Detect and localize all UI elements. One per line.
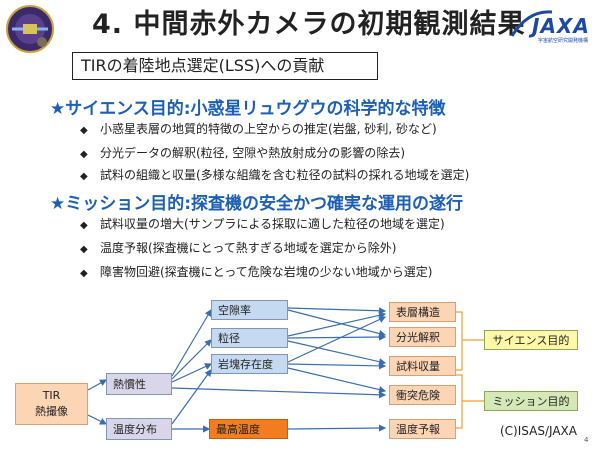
diagram-connectors: [87, 307, 484, 433]
bullet-text: 障害物回避(探査機にとって危険な岩塊の少ない地域から選定): [100, 265, 433, 279]
sample-yield-box: 試料収量: [389, 356, 456, 376]
temperature-distribution-box: 温度分布: [106, 418, 172, 440]
subtitle: TIRの着陸地点選定(LSS)への貢献: [72, 52, 378, 80]
bullet-marker: ◆: [80, 149, 88, 160]
bullet-text: 試料収量の増大(サンプラによる採取に適した粒径の地域を選定): [100, 217, 445, 231]
thermal-imaging-label: 熱撮像: [35, 405, 68, 418]
bullet-marker: ◆: [80, 171, 88, 182]
science-goal-heading: ★サイエンス目的:小惑星リュウグウの科学的な特徴: [50, 99, 446, 119]
bullet-marker: ◆: [80, 220, 88, 231]
tir-label: TIR: [42, 389, 61, 402]
science-goal-box: サイエンス目的: [484, 330, 578, 350]
bullet-marker: ◆: [80, 125, 88, 136]
hayabusa2-logo: [6, 5, 54, 53]
bullet-marker: ◆: [80, 268, 88, 279]
collision-risk-box: 衝突危険: [389, 385, 456, 405]
jaxa-logo-text: JAXA: [532, 14, 590, 38]
list-item: ◆ 試料の組織と収量(多様な組織を含む粒径の試料の採れる地域を選定): [80, 166, 469, 183]
bullet-text: 温度予報(探査機にとって熱すぎる地域を選定から除外): [100, 241, 397, 255]
bullet-text: 小惑星表層の地質的特徴の上空からの推定(岩盤, 砂利, 砂など): [100, 122, 437, 136]
porosity-box: 空隙率: [211, 300, 288, 320]
mission-goal-heading: ★ミッション目的:探査機の安全かつ確実な運用の遂行: [50, 194, 464, 214]
list-item: ◆ 温度予報(探査機にとって熱すぎる地域を選定から除外): [80, 239, 396, 256]
list-item: ◆ 障害物回避(探査機にとって危険な岩塊の少ない地域から選定): [80, 263, 432, 280]
list-item: ◆ 試料収量の増大(サンプラによる採取に適した粒径の地域を選定): [80, 215, 445, 232]
jaxa-logo-subtext: 宇宙航空研究開発機構: [538, 38, 589, 44]
list-item: ◆ 分光データの解釈(粒径, 空隙や熱放射成分の影響の除去): [80, 144, 405, 161]
max-temperature-box: 最高温度: [209, 419, 288, 439]
jaxa-logo: [510, 10, 553, 37]
boulder-abundance-box: 岩塊存在度: [211, 354, 288, 374]
tir-thermal-imaging-box: TIR 熱撮像: [15, 383, 88, 425]
bullet-text: 試料の組織と収量(多様な組織を含む粒径の試料の採れる地域を選定): [100, 168, 470, 182]
bullet-marker: ◆: [80, 244, 88, 255]
surface-structure-box: 表層構造: [389, 302, 456, 322]
grain-size-box: 粒径: [211, 328, 288, 348]
temperature-forecast-box: 温度予報: [389, 419, 456, 439]
page-title: 4. 中間赤外カメラの初期観測結果: [92, 9, 526, 40]
copyright: (C)ISAS/JAXA: [500, 424, 577, 438]
mission-goal-box: ミッション目的: [484, 391, 578, 411]
spectral-interpretation-box: 分光解釈: [389, 327, 456, 347]
tir-flow-diagram: TIR 熱撮像 熱慣性 温度分布 空隙率 粒径 岩塊存在度 最高温度 表層構造 …: [0, 290, 600, 450]
bullet-text: 分光データの解釈(粒径, 空隙や熱放射成分の影響の除去): [100, 146, 405, 160]
thermal-inertia-box: 熱慣性: [106, 373, 172, 395]
page-number: 4: [584, 436, 589, 444]
list-item: ◆ 小惑星表層の地質的特徴の上空からの推定(岩盤, 砂利, 砂など): [80, 120, 437, 137]
